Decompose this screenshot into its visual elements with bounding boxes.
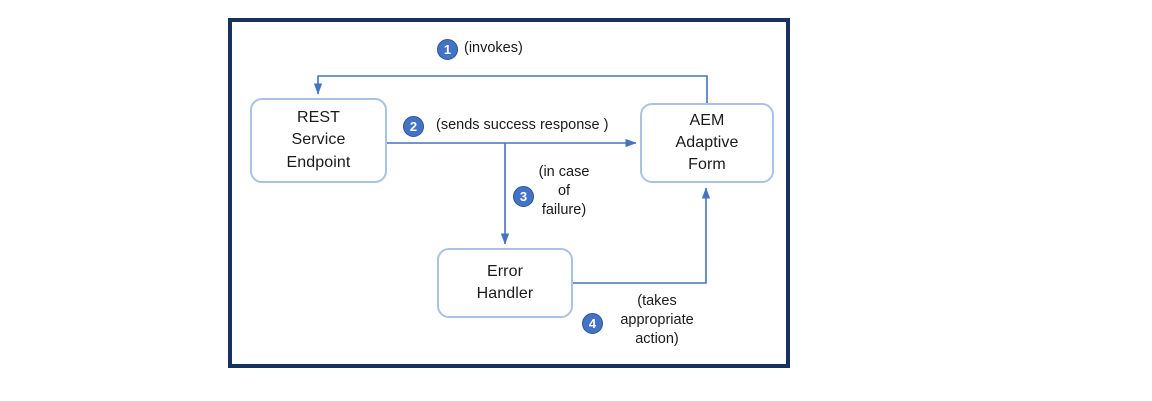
step-badge-2-number: 2 (409, 119, 418, 134)
node-error-handler[interactable]: Error Handler (437, 248, 573, 318)
edge-label-takes-appropriate-action-line-2: appropriate (620, 312, 694, 329)
node-error-handler-label: Error Handler (476, 262, 534, 302)
node-aem-adaptive-form[interactable]: AEM Adaptive Form (640, 103, 774, 183)
edge-label-success-response: (sends success response ) (436, 117, 609, 133)
step-badge-1: 1 (437, 39, 458, 60)
edge-label-in-case-of-failure-line-3: failure) (541, 202, 587, 219)
edge-label-takes-appropriate-action-line-1: (takes (637, 293, 677, 309)
node-rest-service-endpoint[interactable]: REST Service Endpoint (250, 98, 387, 183)
step-badge-3: 3 (513, 186, 534, 207)
edge-label-invokes: (invokes) (464, 40, 523, 56)
edge-label-in-case-of-failure: (in case of failure) (533, 163, 595, 220)
edge-label-takes-appropriate-action: (takes appropriate action) (607, 292, 707, 349)
step-badge-3-number: 3 (519, 189, 528, 204)
edge-label-in-case-of-failure-line-1: (in case (538, 164, 590, 180)
edge-label-in-case-of-failure-line-2: of (557, 183, 571, 200)
step-badge-2: 2 (403, 116, 424, 137)
node-rest-service-endpoint-label: REST Service Endpoint (286, 109, 351, 171)
step-badge-1-number: 1 (443, 42, 452, 57)
step-badge-4-number: 4 (588, 316, 597, 331)
node-aem-adaptive-form-label: AEM Adaptive Form (675, 111, 739, 174)
step-badge-4: 4 (582, 313, 603, 334)
edge-label-takes-appropriate-action-line-3: action) (635, 331, 679, 348)
